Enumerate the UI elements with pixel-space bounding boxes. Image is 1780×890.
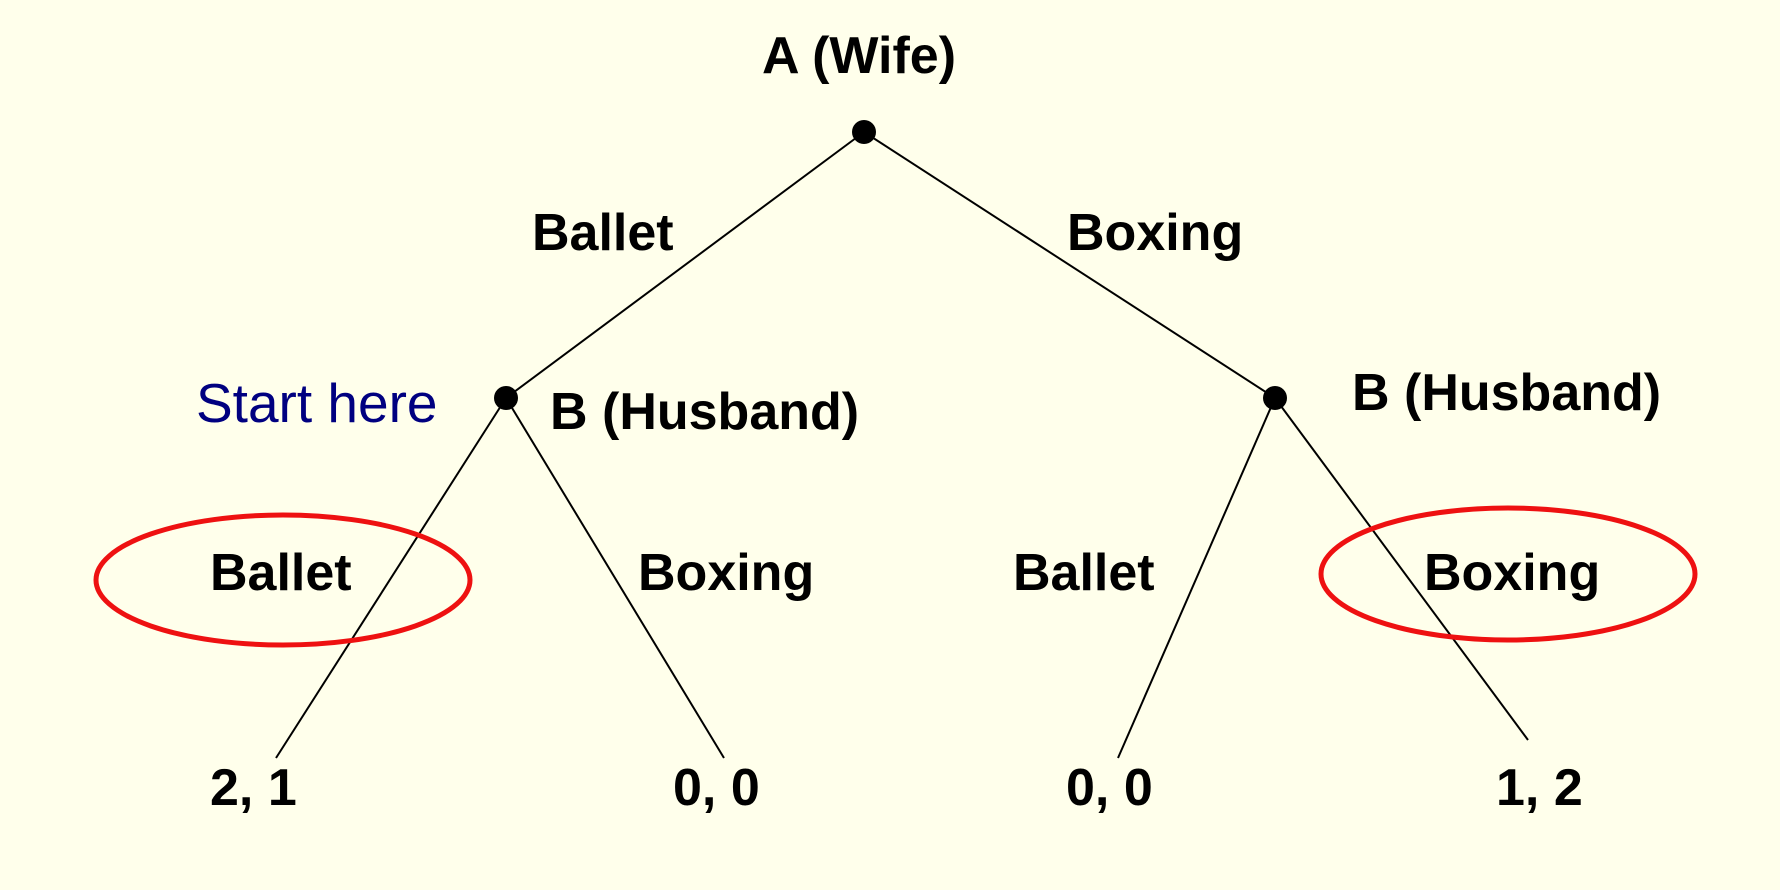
left-node-player-label: B (Husband) bbox=[550, 383, 860, 441]
root-branch-right-label: Boxing bbox=[1067, 204, 1244, 262]
highlight-ellipse-right-boxing bbox=[1318, 505, 1698, 643]
payoff-ballet-ballet: 2, 1 bbox=[210, 759, 297, 817]
payoff-ballet-boxing: 0, 0 bbox=[673, 759, 760, 817]
right-node-dot bbox=[1263, 386, 1287, 410]
left-subtree-ballet-label: Ballet bbox=[210, 544, 352, 602]
payoff-boxing-boxing: 1, 2 bbox=[1496, 759, 1583, 817]
root-node-dot bbox=[852, 120, 876, 144]
start-here-annotation: Start here bbox=[196, 372, 438, 434]
highlight-ellipse-left-ballet bbox=[93, 512, 473, 648]
left-subtree-boxing-label: Boxing bbox=[638, 544, 815, 602]
edge-right-ballet bbox=[1117, 397, 1276, 759]
left-node-dot bbox=[494, 386, 518, 410]
right-node-player-label: B (Husband) bbox=[1352, 364, 1662, 422]
root-player-label: A (Wife) bbox=[762, 27, 957, 85]
right-subtree-boxing-label: Boxing bbox=[1424, 544, 1601, 602]
edge-root-right bbox=[863, 131, 1276, 399]
edge-root-left bbox=[505, 131, 865, 399]
payoff-boxing-ballet: 0, 0 bbox=[1066, 759, 1153, 817]
root-branch-left-label: Ballet bbox=[532, 204, 674, 262]
edge-right-boxing bbox=[1274, 397, 1529, 741]
edge-left-boxing bbox=[505, 397, 725, 759]
right-subtree-ballet-label: Ballet bbox=[1013, 544, 1155, 602]
edge-left-ballet bbox=[275, 397, 507, 759]
